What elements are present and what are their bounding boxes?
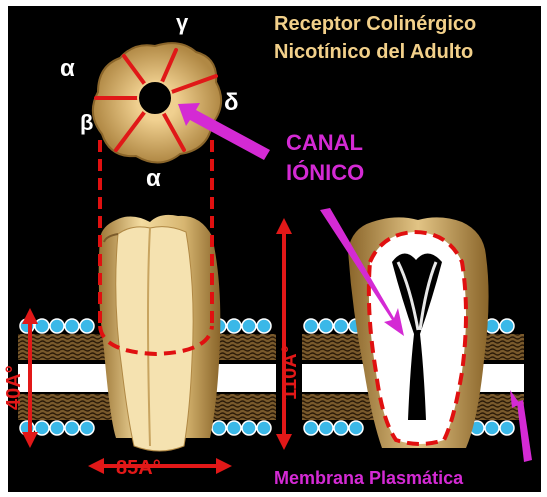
dimension-membrane-thickness: 40A° [3, 365, 25, 410]
lipid-head [65, 421, 79, 435]
lipid-head [319, 319, 333, 333]
lipid-head [242, 319, 256, 333]
channel-label-line-1: CANAL [286, 130, 363, 155]
lipid-head [50, 319, 64, 333]
lipid-head [500, 319, 514, 333]
subunit-beta-label: β [80, 110, 93, 135]
receptor-side-view [99, 215, 221, 451]
lipid-head [319, 421, 333, 435]
lipid-head [334, 319, 348, 333]
subunit-alpha-top-label: α [60, 55, 75, 82]
lipid-head [485, 421, 499, 435]
subunit-delta-label: δ [224, 89, 239, 116]
channel-label-line-2: IÓNICO [286, 160, 364, 185]
lipid-head [304, 421, 318, 435]
lipid-head [257, 319, 271, 333]
lipid-head [80, 319, 94, 333]
dimension-width: 85A° [116, 457, 161, 479]
lipid-head [500, 421, 514, 435]
lipid-head [349, 421, 363, 435]
subunit-alpha-bottom-label: α [146, 165, 161, 192]
lipid-head [50, 421, 64, 435]
lipid-head [80, 421, 94, 435]
lipid-head [242, 421, 256, 435]
lipid-head [257, 421, 271, 435]
title-line-1: Receptor Colinérgico [274, 13, 476, 35]
lipid-head [304, 319, 318, 333]
lipid-head [35, 319, 49, 333]
lipid-head [334, 421, 348, 435]
subunit-gamma-label: γ [176, 10, 189, 35]
lipid-head [65, 319, 79, 333]
lipid-head [227, 319, 241, 333]
lipid-head [212, 421, 226, 435]
dimension-height: 110A° [279, 345, 301, 400]
membrane-label: Membrana Plasmática [274, 468, 464, 488]
title-line-2: Nicotínico del Adulto [274, 41, 473, 63]
receptor-top-view [93, 43, 221, 162]
lipid-head [227, 421, 241, 435]
